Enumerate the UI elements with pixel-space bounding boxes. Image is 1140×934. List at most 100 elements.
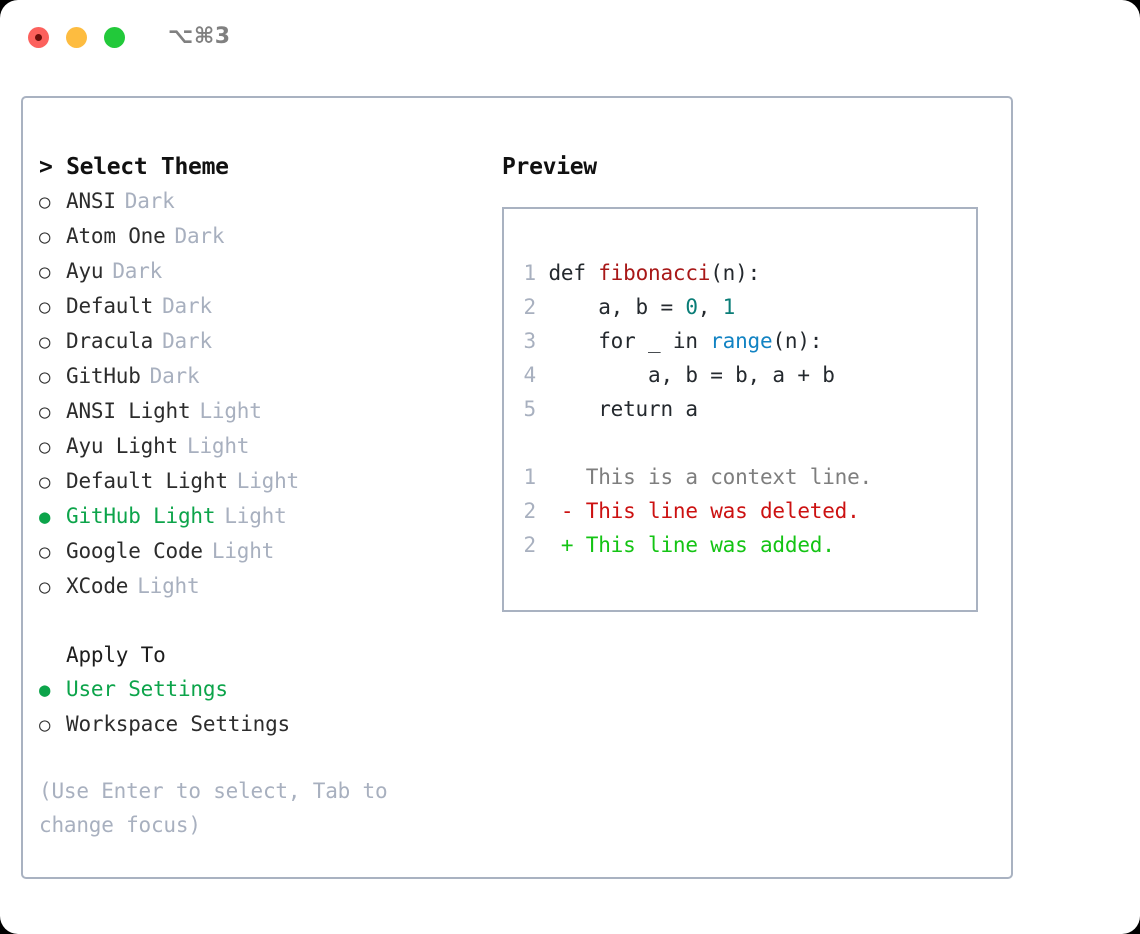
- radio-unselected-icon: ○: [39, 576, 51, 598]
- radio-unselected-icon: ○: [39, 191, 51, 213]
- code-token-call: range: [710, 329, 773, 353]
- theme-option[interactable]: ○ Atom One Dark: [39, 219, 499, 254]
- theme-variant-badge: Light: [236, 469, 299, 493]
- radio-selected-icon: ●: [39, 679, 51, 701]
- code-token-num: 0: [685, 295, 698, 319]
- theme-option[interactable]: ○ Ayu Light Light: [39, 429, 499, 464]
- theme-option-label: Default Light: [66, 469, 228, 493]
- title-bar: ⌥⌘3: [0, 0, 1140, 78]
- theme-variant-badge: Light: [199, 399, 262, 423]
- radio-unselected-icon: ○: [39, 714, 51, 736]
- maximize-window-icon[interactable]: [104, 27, 125, 48]
- code-token-plain: a, b = b, a + b: [548, 363, 835, 387]
- theme-variant-badge: Dark: [112, 259, 163, 283]
- theme-option-label: Google Code: [66, 539, 203, 563]
- theme-variant-badge: Dark: [162, 329, 212, 353]
- code-line: 2 a, b = 0, 1: [522, 290, 872, 324]
- diff-text: This is a context line.: [585, 465, 872, 489]
- code-token-plain: a, b =: [548, 295, 686, 319]
- preview-heading: Preview: [502, 154, 597, 180]
- theme-option-label: Ayu: [66, 259, 104, 283]
- theme-option-label: GitHub: [66, 364, 141, 388]
- code-line: 1 def fibonacci(n):: [522, 256, 872, 290]
- theme-variant-badge: Dark: [174, 224, 225, 248]
- theme-option[interactable]: ○ Default Dark: [39, 289, 499, 324]
- radio-unselected-icon: ○: [39, 541, 51, 563]
- theme-variant-badge: Dark: [124, 189, 175, 213]
- code-line: 3 for _ in range(n):: [522, 324, 872, 358]
- code-token-plain: for _ in: [548, 329, 711, 353]
- code-line: 5 return a: [522, 392, 872, 426]
- theme-option-label: Default: [66, 294, 154, 318]
- radio-unselected-icon: ○: [39, 366, 51, 388]
- radio-unselected-icon: ○: [39, 296, 51, 318]
- theme-option[interactable]: ○ Ayu Dark: [39, 254, 499, 289]
- minimize-window-icon[interactable]: [66, 27, 87, 48]
- radio-unselected-icon: ○: [39, 226, 51, 248]
- code-spacer: [522, 426, 872, 460]
- radio-unselected-icon: ○: [39, 436, 51, 458]
- traffic-lights: [28, 27, 125, 48]
- keyboard-shortcut-label: ⌥⌘3: [168, 24, 231, 49]
- theme-option-label: Atom One: [66, 224, 166, 248]
- apply-to-option-label: Workspace Settings: [66, 712, 290, 736]
- apply-to-heading: Apply To: [66, 643, 166, 667]
- radio-unselected-icon: ○: [39, 261, 51, 283]
- theme-option-label: Dracula: [66, 329, 154, 353]
- keyboard-hint-text: (Use Enter to select, Tab to change focu…: [39, 779, 388, 837]
- diff-text: This line was deleted.: [585, 499, 860, 523]
- code-token-func: fibonacci: [598, 261, 711, 285]
- radio-selected-icon: ●: [39, 506, 51, 528]
- theme-option[interactable]: ○ Default Light Light: [39, 464, 499, 499]
- apply-to-option[interactable]: ○ Workspace Settings: [39, 707, 499, 742]
- code-token-plain: (n):: [772, 329, 823, 353]
- apply-to-section: Apply To ● User Settings ○ Workspace Settin…: [39, 638, 499, 742]
- theme-option[interactable]: ● GitHub Light Light: [39, 499, 499, 534]
- select-theme-heading: > Select Theme: [39, 154, 229, 180]
- code-token-num: 1: [722, 295, 736, 319]
- radio-unselected-icon: ○: [39, 401, 51, 423]
- theme-variant-badge: Light: [187, 434, 250, 458]
- diff-sign: -: [536, 499, 586, 523]
- theme-option-label: GitHub Light: [66, 504, 216, 528]
- line-number: 2: [523, 295, 537, 319]
- apply-to-option[interactable]: ● User Settings: [39, 672, 499, 707]
- line-number: 3: [523, 329, 537, 353]
- theme-variant-badge: Dark: [162, 294, 212, 318]
- line-number: 5: [523, 397, 537, 421]
- theme-variant-badge: Light: [224, 504, 287, 528]
- close-window-icon[interactable]: [28, 27, 49, 48]
- line-number: 1: [523, 465, 537, 489]
- theme-variant-badge: Dark: [149, 364, 200, 388]
- code-token-plain: (n):: [710, 261, 761, 285]
- theme-option-label: XCode: [66, 574, 129, 598]
- theme-option[interactable]: ○ GitHub Dark: [39, 359, 499, 394]
- apply-to-list[interactable]: ● User Settings ○ Workspace Settings: [39, 672, 499, 742]
- diff-line: 2 - This line was deleted.: [522, 494, 872, 528]
- theme-option[interactable]: ○ Google Code Light: [39, 534, 499, 569]
- theme-option[interactable]: ○ Dracula Dark: [39, 324, 499, 359]
- line-number: 1: [523, 261, 537, 285]
- preview-column: Preview 1 def fibonacci(n):2 a, b = 0, 1…: [502, 150, 992, 612]
- diff-text: This line was added.: [585, 533, 835, 557]
- theme-option-label: Ayu Light: [66, 434, 178, 458]
- apply-to-option-label: User Settings: [66, 677, 228, 701]
- radio-unselected-icon: ○: [39, 471, 51, 493]
- diff-line: 1 This is a context line.: [522, 460, 873, 494]
- radio-unselected-icon: ○: [39, 331, 51, 353]
- theme-variant-badge: Light: [137, 574, 200, 598]
- theme-option[interactable]: ○ XCode Light: [39, 569, 499, 604]
- line-number: 4: [523, 363, 537, 387]
- code-token-plain: ,: [697, 295, 723, 319]
- theme-variant-badge: Light: [211, 539, 275, 563]
- code-token-plain: return a: [548, 397, 698, 421]
- code-line: 4 a, b = b, a + b: [522, 358, 872, 392]
